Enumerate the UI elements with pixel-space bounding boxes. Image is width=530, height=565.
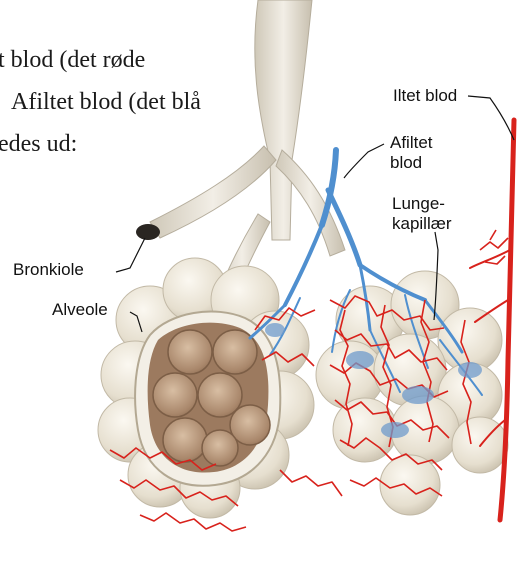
label-lung-capillary-line-1: Lunge- [392, 194, 445, 214]
intro-text-line-3: edes ud: [0, 129, 77, 159]
label-lung-capillary-line-2: kapillær [392, 214, 452, 234]
label-deoxygenated-blood-line-2: blod [390, 153, 422, 173]
intro-text-line-1: t blod (det røde [0, 45, 145, 75]
label-alveole: Alveole [52, 300, 108, 320]
label-deoxygenated-blood-line-1: Afiltet [390, 133, 433, 153]
label-bronchiole: Bronkiole [13, 260, 84, 280]
alveole-cross-section [135, 312, 280, 486]
intro-text-line-2: Afiltet blod (det blå [11, 87, 201, 117]
bronchiole-opening [136, 224, 160, 240]
label-oxygenated-blood: Iltet blod [393, 86, 457, 106]
